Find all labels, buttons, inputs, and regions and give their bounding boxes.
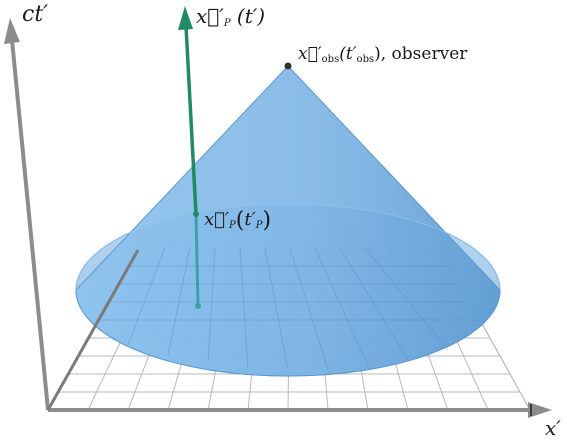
- light-cone: [75, 65, 501, 377]
- ct-axis: [4, 18, 50, 411]
- intersection-label: x⃗′P(t′P): [204, 208, 272, 233]
- worldline-label: x⃗′P (t′): [196, 4, 266, 29]
- observer-label: x⃗′obs(t′obs), observer: [298, 44, 468, 65]
- ct-axis-label: ct′: [22, 2, 49, 27]
- depth-axis: [46, 249, 140, 411]
- x-axis: [48, 402, 552, 418]
- x-axis-label: x′: [545, 416, 561, 440]
- worldline-origin-dot: [195, 303, 201, 309]
- observer-dot: [284, 62, 292, 70]
- worldline: [178, 6, 201, 309]
- intersection-dot: [193, 211, 199, 217]
